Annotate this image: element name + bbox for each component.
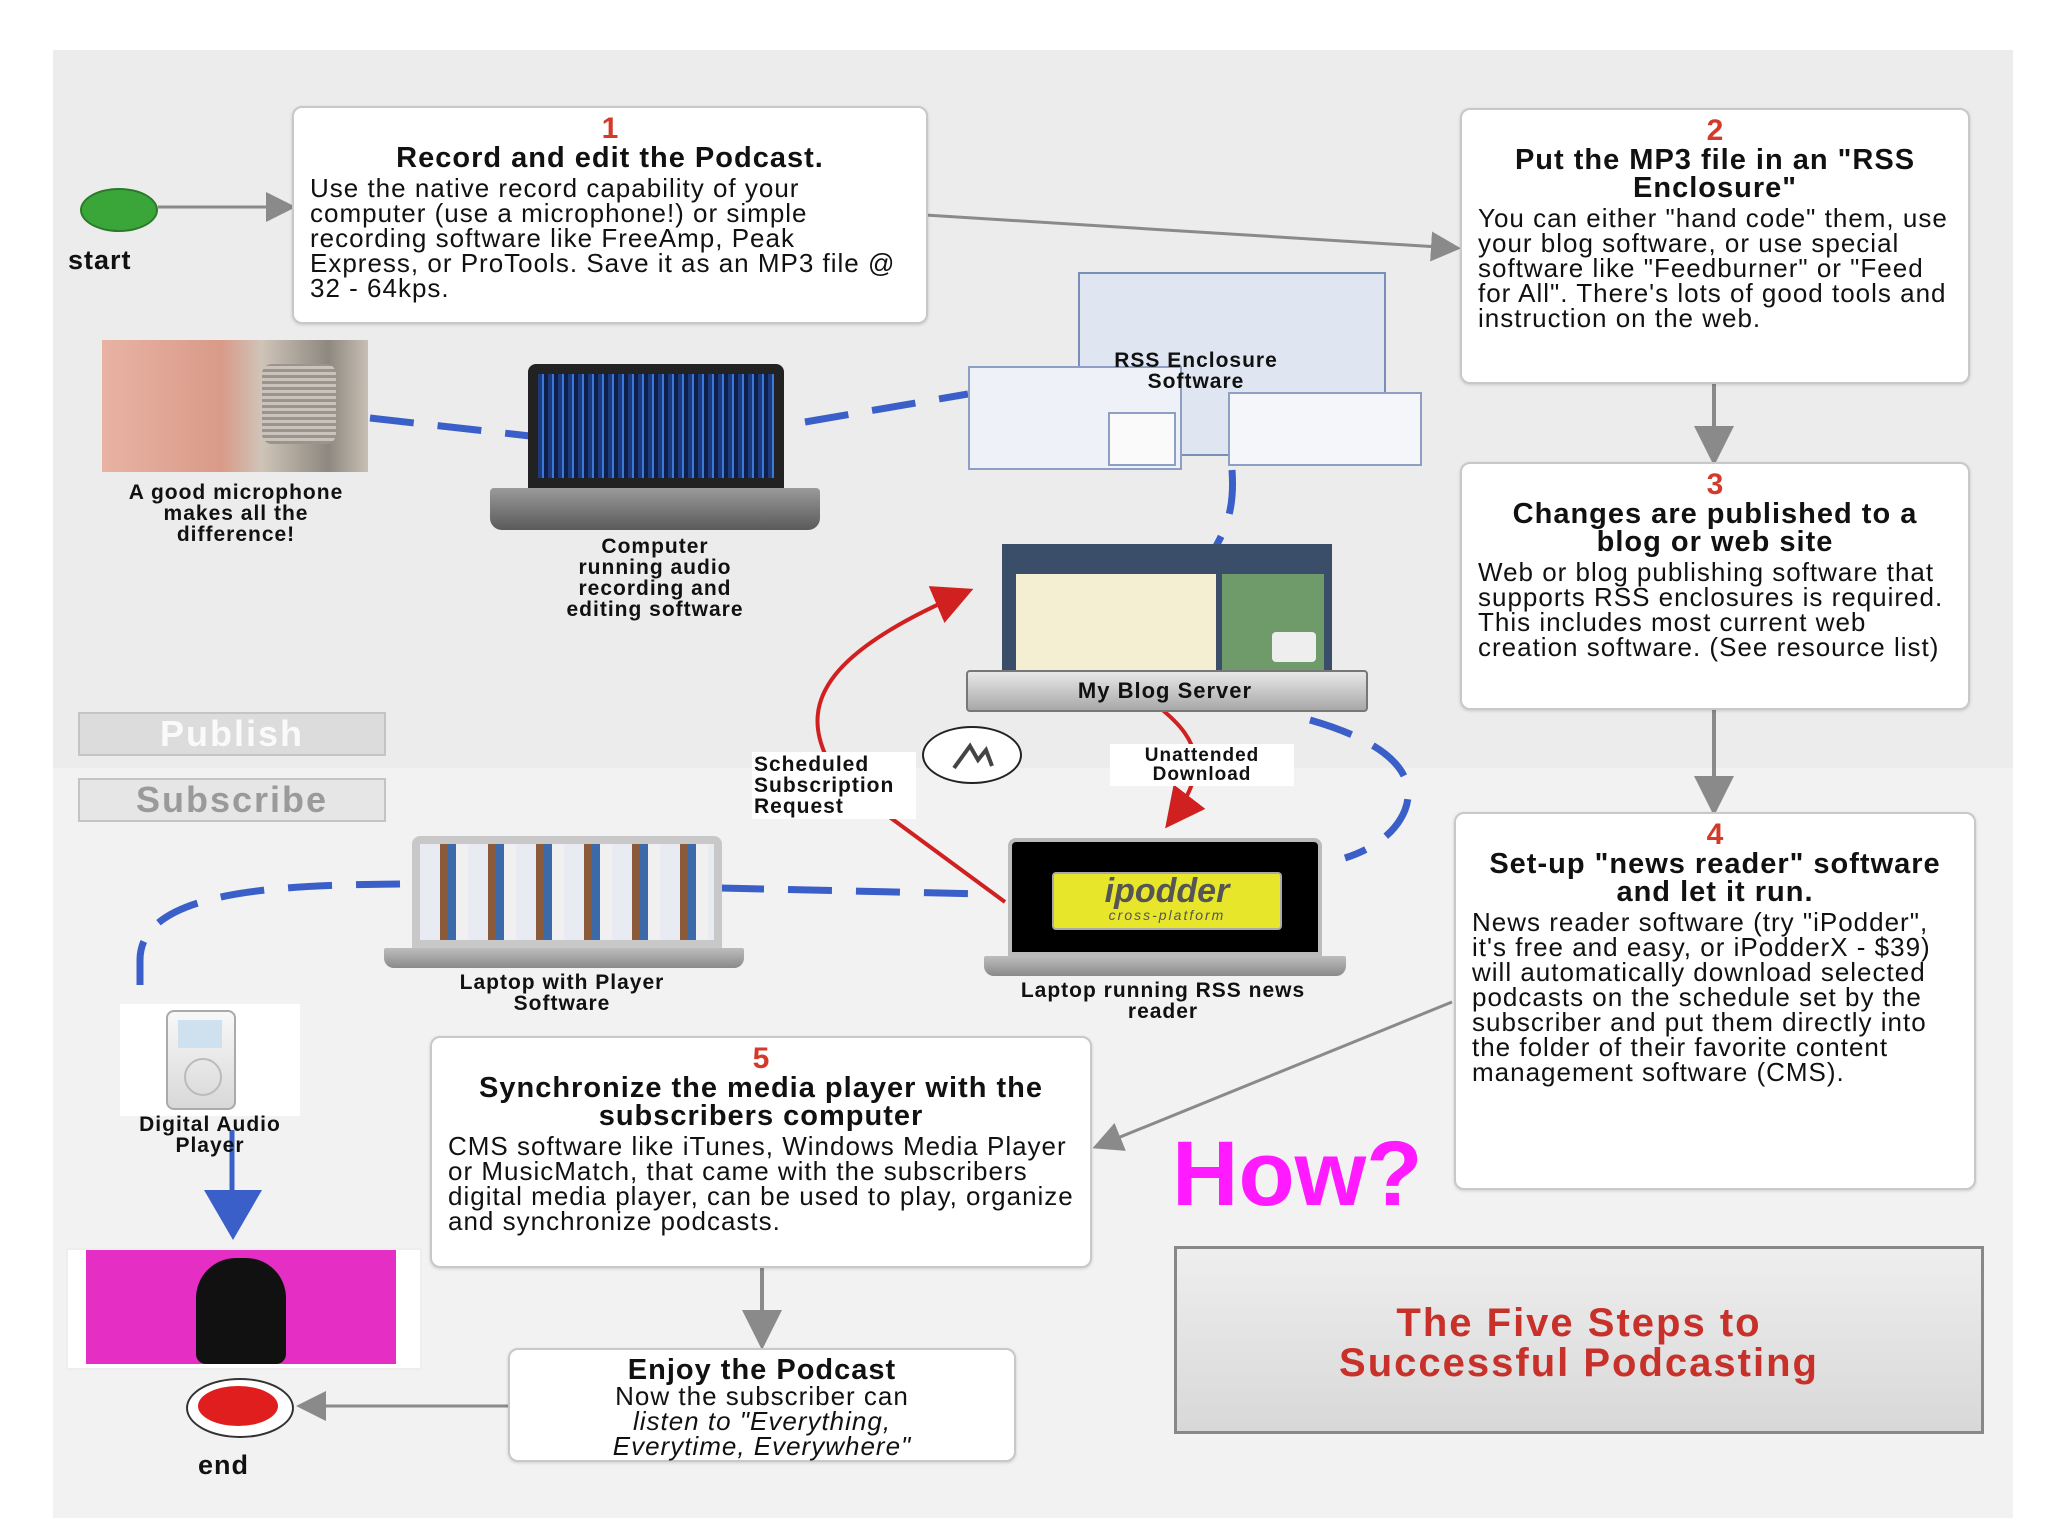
ipod-image xyxy=(120,1004,300,1116)
banner-line-1: The Five Steps to xyxy=(1396,1301,1762,1345)
enjoy-title: Enjoy the Podcast xyxy=(627,1354,897,1386)
start-label: start xyxy=(68,245,132,275)
end-node xyxy=(198,1386,278,1426)
step-3-box: 3 Changes are published to a blog or web… xyxy=(1460,462,1970,710)
player-laptop-base xyxy=(384,948,744,968)
end-label: end xyxy=(198,1450,250,1480)
digital-player-caption: Digital Audio Player xyxy=(139,1113,281,1157)
waveform-icon xyxy=(538,374,774,478)
step-body: You can either "hand code" them, use you… xyxy=(1478,203,1948,333)
dancer-silhouette-icon xyxy=(196,1258,286,1364)
start-node xyxy=(80,188,158,232)
dashed-network-paths xyxy=(136,390,1412,990)
scheduled-caption: Scheduled Subscription Request xyxy=(752,752,916,819)
rss-software-image xyxy=(968,272,1422,470)
dancer-background xyxy=(86,1250,396,1364)
title-banner: The Five Steps to Successful Podcasting xyxy=(1174,1246,1984,1434)
step-title: Changes are published to a blog or web s… xyxy=(1512,498,1918,558)
step-title: Put the MP3 file in an "RSS Enclosure" xyxy=(1514,144,1916,204)
view-icon xyxy=(1272,632,1316,662)
computer-caption: Computer running audio recording and edi… xyxy=(566,535,744,621)
step-body: Web or blog publishing software that sup… xyxy=(1478,557,1944,662)
step-number: 1 xyxy=(601,112,619,145)
scheduled-request-arrow xyxy=(815,586,974,757)
rss-laptop-base xyxy=(984,956,1346,976)
step-title: Record and edit the Podcast. xyxy=(396,142,824,174)
microphone-icon xyxy=(262,364,336,444)
publish-tab: Publish xyxy=(78,712,386,756)
rss-software-caption: RSS Enclosure Software xyxy=(1114,349,1278,393)
step-2-box: 2 Put the MP3 file in an "RSS Enclosure"… xyxy=(1460,108,1970,384)
player-laptop-screen xyxy=(412,836,722,948)
enjoy-line-1: Now the subscriber can xyxy=(615,1381,909,1411)
laptop-rss-caption: Laptop running RSS news reader xyxy=(1020,979,1306,1023)
ipodder-logo-sub: cross-platform xyxy=(1108,907,1226,923)
step-title: Set-up "news reader" software and let it… xyxy=(1489,848,1941,908)
enjoy-line-2: listen to "Everything, xyxy=(632,1406,892,1436)
banner-line-2: Successful Podcasting xyxy=(1339,1341,1819,1385)
step-number: 5 xyxy=(752,1042,770,1075)
itunes-icon xyxy=(420,844,714,940)
ipod-icon xyxy=(166,1010,236,1110)
step-number: 2 xyxy=(1706,114,1724,147)
step-1-box: 1 Record and edit the Podcast. Use the n… xyxy=(292,106,928,324)
step-body: Use the native record capability of your… xyxy=(310,173,896,303)
cursor-hand-icon xyxy=(922,726,1022,784)
microphone-image xyxy=(102,340,368,472)
step4-to-step5-arrow xyxy=(1092,1000,1453,1151)
enjoy-box: Enjoy the Podcast Now the subscriber can… xyxy=(508,1348,1016,1462)
step-title: Synchronize the media player with the su… xyxy=(479,1072,1043,1132)
laptop-player-caption: Laptop with Player Software xyxy=(459,971,665,1015)
unattended-caption: Unattended Download xyxy=(1110,744,1294,786)
microphone-caption: A good microphone makes all the differen… xyxy=(128,481,344,546)
ipodder-logo-text: ipodder xyxy=(1104,872,1230,910)
step-number: 3 xyxy=(1706,468,1724,501)
rss-laptop-screen: ipodder cross-platform xyxy=(1008,838,1322,956)
dancer-image xyxy=(66,1248,422,1370)
blog-server-caption: My Blog Server xyxy=(1077,678,1253,703)
step-body: CMS software like iTunes, Windows Media … xyxy=(448,1131,1074,1236)
step-number: 4 xyxy=(1706,818,1724,851)
step-body: News reader software (try "iPodder", it'… xyxy=(1472,907,1931,1087)
blog-server-rack xyxy=(966,670,1368,712)
audio-laptop-screen xyxy=(528,364,784,488)
step1-to-step2-arrow xyxy=(924,213,1461,262)
step-4-box: 4 Set-up "news reader" software and let … xyxy=(1454,812,1976,1190)
subscribe-tab: Subscribe xyxy=(78,778,386,822)
enjoy-line-3: Everytime, Everywhere" xyxy=(612,1431,912,1461)
step-5-box: 5 Synchronize the media player with the … xyxy=(430,1036,1092,1268)
how-label: How? xyxy=(1172,1123,1423,1225)
ipodder-logo: ipodder cross-platform xyxy=(1052,872,1282,930)
audio-laptop-base xyxy=(490,488,820,530)
blog-screenshot xyxy=(1002,544,1332,674)
